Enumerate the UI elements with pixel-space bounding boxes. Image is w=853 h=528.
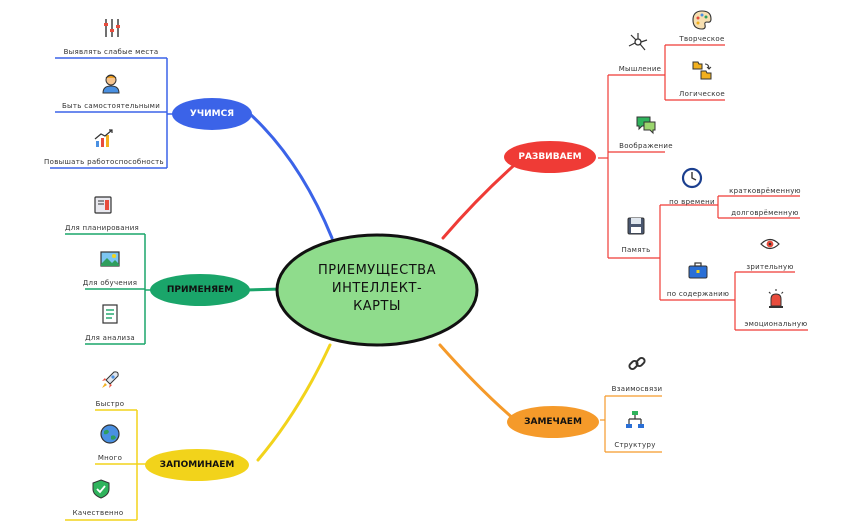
clock-icon	[681, 167, 703, 189]
memory-by-content-item: эмоциональную	[744, 320, 808, 328]
notice-brackets	[600, 395, 662, 453]
notice-item: Взаимосвязи	[611, 385, 663, 393]
branch-learn-node[interactable]	[172, 98, 252, 130]
branch-apply-label: ПРИМЕНЯЕМ	[166, 285, 234, 295]
picture-icon	[100, 251, 120, 267]
globe-icon	[100, 424, 120, 444]
person-icon	[102, 74, 120, 94]
branch-notice-node[interactable]	[507, 406, 599, 438]
remember-item: Много	[97, 454, 123, 462]
learn-item: Выявлять слабые места	[63, 48, 159, 56]
branch-remember-label: ЗАПОМИНАЕМ	[159, 460, 235, 470]
branch-apply-node[interactable]	[150, 274, 250, 306]
center-line: ИНТЕЛЛЕКТ-	[331, 281, 423, 296]
memory-by-time-item: кратковрёменную	[729, 187, 801, 195]
connector-learn	[248, 112, 334, 240]
shield-check-icon	[92, 479, 110, 499]
branch-remember-node[interactable]	[145, 449, 249, 481]
eye-icon	[760, 238, 780, 250]
center-line: КАРТЫ	[353, 299, 401, 314]
memory-by-time-label: по времени	[669, 198, 715, 206]
memory-by-content-label: по содержанию	[666, 290, 730, 298]
growth-chart-icon	[94, 129, 113, 147]
remember-item: Качественно	[72, 509, 124, 517]
remember-item: Быстро	[95, 400, 125, 408]
alarm-icon	[768, 289, 784, 308]
memory-by-time-item: долговрёменную	[731, 209, 799, 217]
connector-remember	[256, 343, 332, 462]
learn-brackets	[50, 57, 178, 169]
checklist-icon	[102, 304, 118, 324]
sliders-icon	[104, 19, 120, 37]
connector-notice	[438, 343, 517, 422]
rocket-icon	[102, 371, 119, 388]
develop-brackets	[598, 44, 808, 331]
remember-brackets	[65, 409, 146, 521]
develop-thinking-item: Творческое	[679, 35, 725, 43]
branch-develop-node[interactable]	[504, 141, 596, 173]
apply-brackets	[65, 233, 152, 345]
apply-item: Для обучения	[82, 279, 138, 287]
chat-icon	[636, 116, 656, 135]
notice-item: Структуру	[614, 441, 656, 449]
center-title: ПРИЕМУЩЕСТВА ИНТЕЛЛЕКТ- КАРТЫ	[302, 262, 452, 316]
network-icon	[628, 33, 648, 51]
apply-item: Для планирования	[64, 224, 140, 232]
floppy-disk-icon	[627, 217, 645, 235]
develop-thinking-item: Логическое	[679, 90, 725, 98]
memory-by-content-item: зрительную	[746, 263, 794, 271]
book-icon	[94, 196, 112, 214]
flowchart-icon	[626, 411, 644, 428]
develop-thinking-label: Мышление	[618, 65, 662, 73]
branch-notice-label: ЗАМЕЧАЕМ	[524, 417, 582, 427]
connector-develop	[441, 158, 522, 240]
center-node[interactable]	[275, 233, 479, 347]
briefcase-icon	[688, 262, 708, 279]
develop-memory-label: Память	[621, 246, 651, 254]
branch-learn-label: УЧИМСЯ	[189, 109, 235, 119]
learn-item: Быть самостоятельными	[61, 102, 161, 110]
learn-item: Повышать работоспособность	[44, 158, 164, 166]
chain-link-icon	[628, 356, 646, 371]
develop-imagination-label: Воображение	[619, 142, 673, 150]
branch-develop-label: РАЗВИВАЕМ	[518, 152, 582, 162]
folders-icon	[692, 61, 712, 80]
center-line: ПРИЕМУЩЕСТВА	[318, 263, 436, 278]
palette-icon	[692, 10, 712, 30]
apply-item: Для анализа	[85, 334, 135, 342]
